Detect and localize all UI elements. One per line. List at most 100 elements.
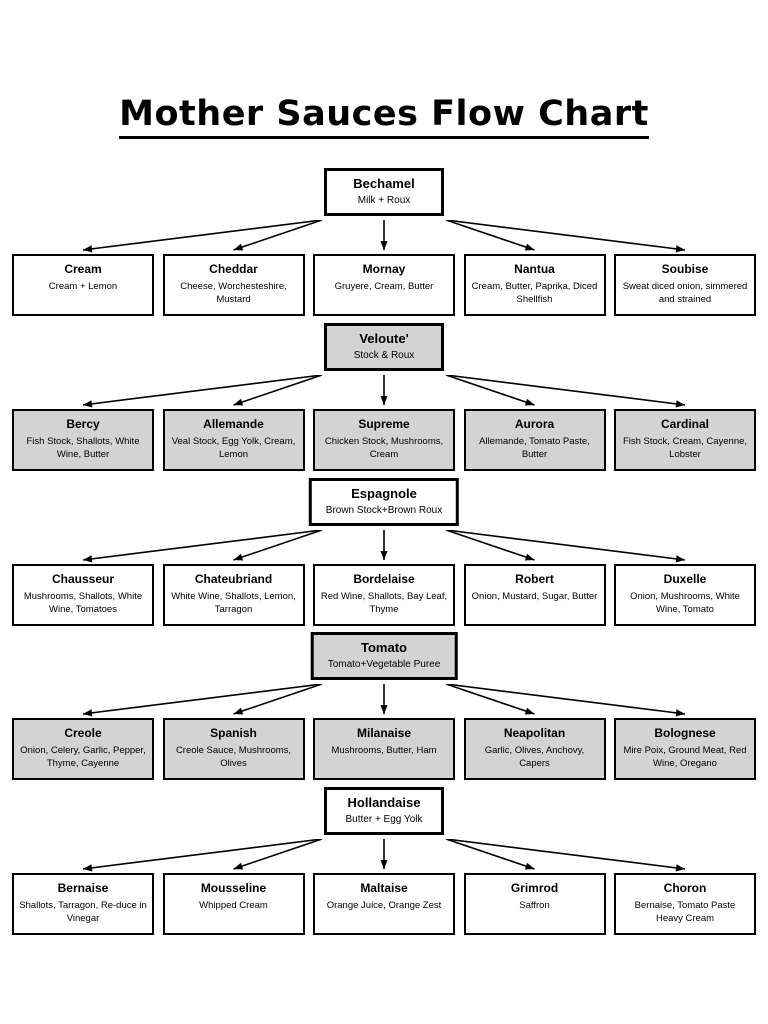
arrow-head	[380, 705, 388, 714]
derivative-sauce-name: Bernaise	[57, 881, 109, 895]
arrow-line	[445, 375, 535, 406]
arrow-band	[0, 220, 768, 254]
derivative-sauce-ingredients: Fish Stock, Shallots, White Wine, Butter	[26, 435, 140, 460]
mother-sauce-name: Espagnole	[351, 486, 417, 501]
derivative-sauce-name: Nantua	[514, 262, 555, 276]
arrow-head	[83, 555, 93, 563]
derivative-sauce-ingredients: Gruyere, Cream, Butter	[334, 280, 434, 292]
mother-sauce-base: Brown Stock+Brown Roux	[325, 505, 443, 517]
derivative-sauce-ingredients: Cream + Lemon	[48, 280, 118, 292]
derivative-sauce-name: Milanaise	[356, 726, 412, 740]
derivative-sauce-ingredients: Creole Sauce, Mushrooms, Olives	[175, 744, 292, 769]
arrow-line	[233, 684, 323, 715]
derivative-sauce-ingredients: Onion, Mustard, Sugar, Butter	[471, 590, 598, 602]
arrow-head	[675, 400, 685, 408]
connector-arrows	[82, 530, 686, 563]
derivative-sauce-name: Creole	[64, 726, 102, 740]
derivative-sauce-name: Spanish	[210, 726, 257, 740]
connector-arrows	[82, 839, 686, 872]
arrow-head	[233, 707, 244, 715]
arrow-line	[445, 220, 686, 251]
derivative-sauce-ingredients: Saffron	[519, 899, 550, 911]
derivative-sauce-ingredients: Mire Poix, Ground Meat, Red Wine, Oregan…	[623, 744, 747, 769]
derivative-sauce-name: Grimrod	[510, 881, 559, 895]
arrow-head	[233, 553, 244, 561]
mother-sauce-name: Bechamel	[353, 176, 415, 191]
derivative-sauce-ingredients: Whipped Cream	[199, 899, 268, 911]
derivative-sauce-name: Robert	[515, 572, 554, 586]
derivative-sauce-name: Bolognese	[654, 726, 716, 740]
arrow-line	[233, 220, 323, 251]
derivative-sauce-ingredients: Mushrooms, Butter, Ham	[331, 744, 437, 756]
arrow-line	[233, 530, 323, 561]
mother-sauce-base: Stock & Roux	[353, 350, 415, 362]
derivative-sauce-ingredients: Shallots, Tarragon, Re-duce in Vinegar	[19, 899, 147, 924]
arrow-line	[445, 684, 535, 715]
connector-arrows	[82, 684, 686, 717]
mother-sauce-base: Tomato+Vegetable Puree	[327, 659, 441, 671]
arrow-band	[0, 839, 768, 873]
arrow-head	[524, 862, 535, 870]
arrow-band	[0, 530, 768, 564]
derivative-sauce-name: Bercy	[66, 417, 100, 431]
arrow-line	[233, 375, 323, 406]
arrow-head	[380, 860, 388, 869]
derivative-sauce-ingredients: Garlic, Olives, Anchovy, Capers	[484, 744, 585, 769]
arrow-head	[83, 245, 93, 253]
derivative-sauce-name: Maltaise	[360, 881, 408, 895]
parent-box-wrap: Veloute'Stock & Roux	[0, 323, 768, 375]
arrow-line	[445, 839, 535, 870]
arrow-line	[445, 684, 686, 715]
arrow-head	[524, 398, 535, 406]
derivative-sauce-name: Cheddar	[209, 262, 258, 276]
derivative-sauce-name: Aurora	[514, 417, 555, 431]
derivative-sauce-name: Duxelle	[663, 572, 707, 586]
derivative-sauce-ingredients: Orange Juice, Orange Zest	[326, 899, 442, 911]
arrow-head	[524, 553, 535, 561]
derivative-sauce-ingredients: Sweat diced onion, simmered and strained	[622, 280, 748, 305]
arrow-head	[675, 709, 685, 717]
arrow-line	[445, 375, 686, 406]
derivative-sauce-name: Supreme	[358, 417, 410, 431]
arrow-band	[0, 375, 768, 409]
mother-sauce-box-veloute[interactable]: Veloute'Stock & Roux	[324, 323, 444, 372]
derivative-sauce-name: Cardinal	[660, 417, 709, 431]
derivative-sauce-ingredients: Cream, Butter, Paprika, Diced Shellfish	[471, 280, 598, 305]
page-title: Mother Sauces Flow Chart	[0, 96, 768, 139]
arrow-head	[83, 709, 93, 717]
arrow-head	[380, 396, 388, 405]
